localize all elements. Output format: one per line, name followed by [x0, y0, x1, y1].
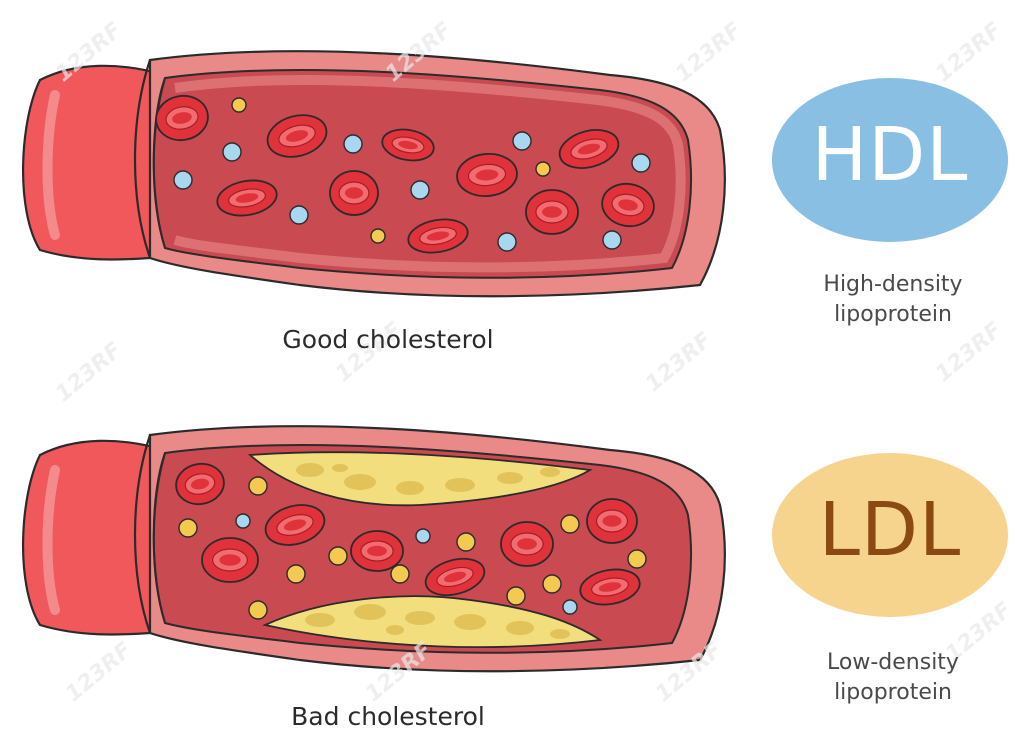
hdl-particle [603, 231, 621, 249]
red-blood-cell [202, 538, 258, 582]
ldl-particle [536, 162, 550, 176]
ldl-particle [249, 477, 267, 495]
hdl-abbr: HDL [770, 112, 1010, 198]
hdl-particle [513, 132, 531, 150]
ldl-particle [628, 550, 646, 568]
good-caption: Good cholesterol [258, 325, 518, 354]
hdl-particle [498, 233, 516, 251]
hdl-particle [411, 181, 429, 199]
ldl-abbr: LDL [770, 487, 1010, 573]
red-blood-cell [501, 522, 553, 566]
hdl-particle [236, 514, 250, 528]
ldl-particle [543, 575, 561, 593]
ldl-line1: Low-density [793, 648, 993, 678]
hdl-particle [563, 600, 577, 614]
hdl-particle [223, 143, 241, 161]
hdl-description: High-density lipoprotein [793, 270, 993, 330]
red-blood-cell [526, 190, 578, 234]
ldl-particle [561, 515, 579, 533]
ldl-particle [249, 601, 267, 619]
ldl-particle [371, 229, 385, 243]
hdl-particle [632, 154, 650, 172]
hdl-particle [416, 529, 430, 543]
bad-caption: Bad cholesterol [258, 702, 518, 731]
hdl-line1: High-density [793, 270, 993, 300]
ldl-particle [457, 533, 475, 551]
ldl-description: Low-density lipoprotein [793, 648, 993, 708]
hdl-particle [290, 206, 308, 224]
ldl-particle [391, 565, 409, 583]
ldl-particle [507, 587, 525, 605]
red-blood-cell [330, 171, 378, 215]
ldl-particle [232, 98, 246, 112]
red-blood-cell [351, 531, 403, 571]
ldl-particle [179, 519, 197, 537]
red-blood-cell [587, 499, 637, 543]
good-vessel [23, 51, 725, 296]
hdl-line2: lipoprotein [793, 300, 993, 330]
hdl-particle [174, 171, 192, 189]
ldl-line2: lipoprotein [793, 678, 993, 708]
ldl-particle [329, 547, 347, 565]
ldl-particle [287, 565, 305, 583]
hdl-particle [344, 135, 362, 153]
